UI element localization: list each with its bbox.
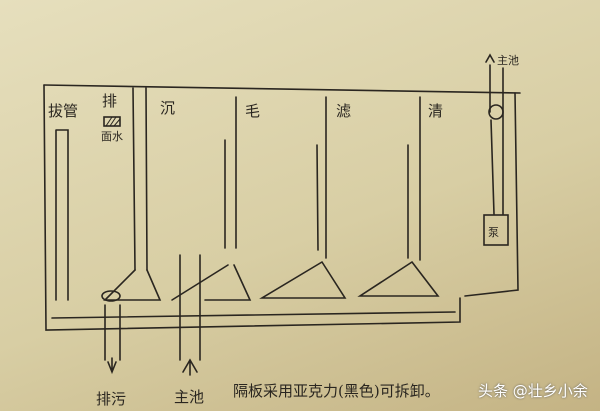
tank-left-wall <box>43 84 461 331</box>
watermark: 头条 @壮乡小余 <box>478 382 588 400</box>
drain-pipe <box>104 304 121 361</box>
pump <box>483 214 509 246</box>
return-pipe <box>489 64 504 215</box>
return-pipe-opening <box>488 104 504 120</box>
cone-2 <box>171 264 252 301</box>
partition-1 <box>132 87 148 271</box>
chamber-label-brush: 毛 <box>245 102 261 120</box>
pump-label: 泵 <box>488 226 499 239</box>
tank-right-wall <box>464 92 519 297</box>
chamber-label-drain: 排 <box>102 92 118 110</box>
note-text: 隔板采用亚克力(黑色)可拆卸。 <box>233 382 440 400</box>
drain-label: 排污 <box>96 390 127 408</box>
tank-bottom-inner <box>51 311 456 319</box>
inlet-pipe <box>179 254 201 361</box>
chamber-label-settling: 沉 <box>160 99 176 117</box>
drain-arrow <box>107 357 117 375</box>
top-arrow <box>485 53 495 63</box>
chamber-label-filter: 滤 <box>336 102 352 120</box>
outlet-top-label: 主池 <box>497 54 519 67</box>
drain-pipe-opening <box>101 290 121 302</box>
inlet-label: 主池 <box>174 388 205 406</box>
overflow-hatch <box>105 116 121 127</box>
tank-top-edge <box>43 84 521 94</box>
cone-1 <box>103 269 162 301</box>
inlet-arrow <box>182 358 198 376</box>
cone-3 <box>259 261 347 299</box>
chamber-label-clear: 清 <box>428 102 444 120</box>
overflow-label: 面水 <box>101 130 123 143</box>
standpipe <box>55 129 69 301</box>
partition-4 <box>316 144 319 251</box>
cone-4 <box>357 261 440 297</box>
chamber-label-standpipe: 拔管 <box>48 102 79 120</box>
